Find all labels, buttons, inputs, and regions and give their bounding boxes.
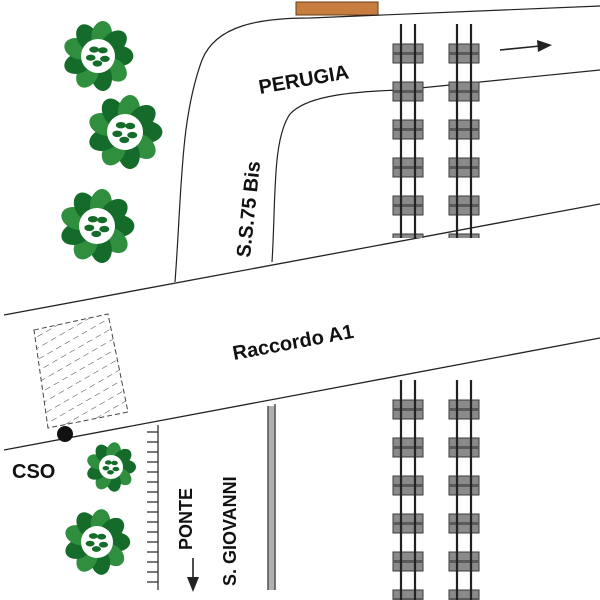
tree-icon	[64, 21, 134, 91]
tree-group	[61, 21, 163, 575]
railway-track	[448, 380, 480, 600]
arrow-right-icon	[499, 40, 552, 52]
label-perugia: PERUGIA	[257, 61, 351, 98]
hatched-area	[33, 313, 129, 429]
railway-tracks-south	[392, 380, 480, 600]
railway-track	[392, 380, 424, 600]
arrow-down-icon	[187, 558, 199, 592]
label-cso: CSO	[12, 461, 55, 483]
label-ss75-bis: S.S.75 Bis	[233, 160, 265, 258]
tree-icon	[89, 95, 163, 169]
tree-icon	[87, 442, 136, 492]
tree-icon	[61, 189, 135, 263]
landmark-block	[295, 1, 379, 16]
railway-tracks-north	[392, 24, 480, 238]
road-ss75	[174, 5, 600, 283]
tree-icon	[65, 509, 131, 575]
road-raccordo-a1	[3, 203, 600, 451]
railway-track	[392, 24, 424, 238]
railway-track	[448, 24, 480, 238]
label-ponte: PONTE	[176, 488, 196, 550]
location-dot-icon	[57, 426, 73, 442]
sidewalk-ticks	[147, 431, 158, 583]
label-s-giovanni: S. GIOVANNI	[220, 476, 240, 586]
label-raccordo-a1: Raccordo A1	[231, 321, 356, 365]
